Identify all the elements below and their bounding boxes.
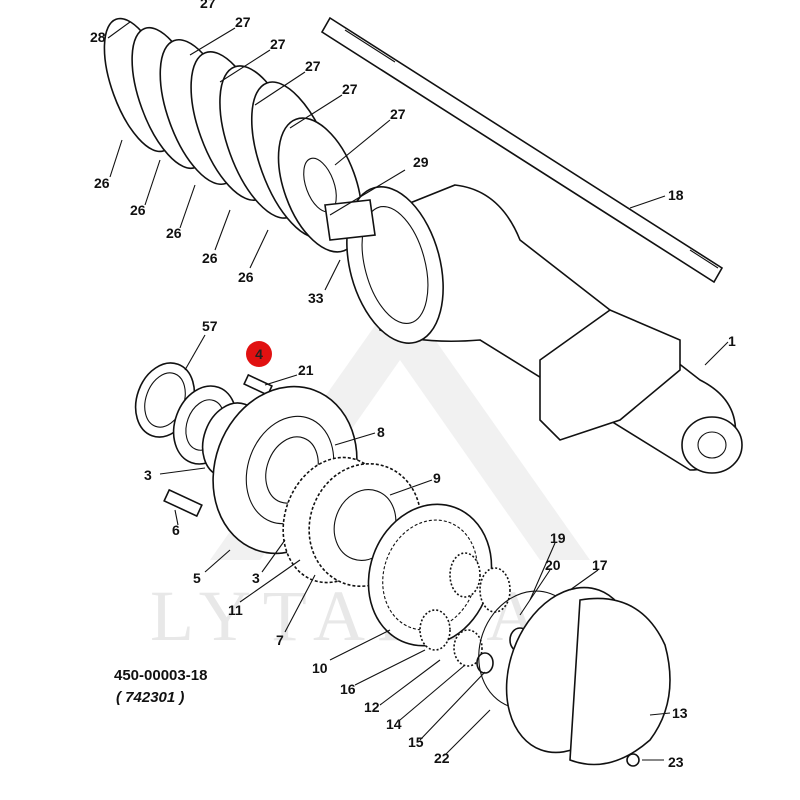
callout-57: 57: [202, 318, 218, 334]
leader-lines: [107, 21, 729, 761]
callout-28: 28: [90, 29, 106, 45]
callout-27: 27: [235, 14, 251, 30]
callout-26: 26: [202, 250, 218, 266]
callout-20: 20: [545, 557, 561, 573]
callout-11: 11: [228, 602, 243, 618]
callout-26: 26: [130, 202, 146, 218]
end-cover: [505, 586, 671, 767]
callout-27: 27: [342, 81, 358, 97]
part-sub-number: ( 742301 ): [116, 689, 185, 706]
callout-17: 17: [592, 557, 608, 573]
callout-29: 29: [413, 154, 429, 170]
part-number: 450-00003-18: [114, 667, 208, 684]
callout-12: 12: [364, 699, 380, 715]
bolt-6: [163, 488, 203, 518]
callout-8: 8: [377, 424, 385, 440]
callout-7: 7: [276, 632, 284, 648]
callout-19: 19: [550, 530, 566, 546]
callout-33: 33: [308, 290, 324, 306]
callout-1: 1: [728, 333, 736, 349]
callout-9: 9: [433, 470, 441, 486]
input-shaft: [324, 199, 376, 241]
callout-3: 3: [252, 570, 260, 586]
highlight-callout-4[interactable]: 4: [246, 341, 272, 367]
callout-6: 6: [172, 522, 180, 538]
callout-26: 26: [94, 175, 110, 191]
callout-10: 10: [312, 660, 328, 676]
axle-housing: [346, 184, 743, 474]
callout-5: 5: [193, 570, 201, 586]
callout-16: 16: [340, 681, 356, 697]
callout-14: 14: [386, 716, 402, 732]
callout-27: 27: [200, 0, 216, 11]
callout-23: 23: [668, 754, 684, 770]
callout-27: 27: [390, 106, 406, 122]
callout-21: 21: [298, 362, 314, 378]
callout-3: 3: [144, 467, 152, 483]
clutch-disc-stack: [103, 17, 363, 253]
callout-27: 27: [305, 58, 321, 74]
callout-26: 26: [166, 225, 182, 241]
callout-27: 27: [270, 36, 286, 52]
drive-shaft: [320, 16, 724, 284]
callout-22: 22: [434, 750, 450, 766]
callout-18: 18: [668, 187, 684, 203]
callout-13: 13: [672, 705, 688, 721]
callout-15: 15: [408, 734, 424, 750]
callout-labels: 28 27 27 27 27 27 27 26 26 26 26 26 29 3…: [90, 0, 736, 770]
callout-26: 26: [238, 269, 254, 285]
